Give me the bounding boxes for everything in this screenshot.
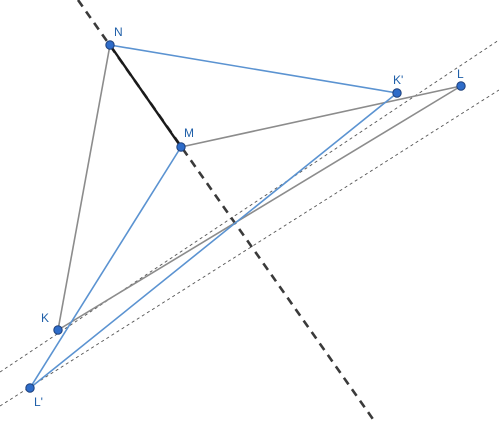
label-m: M: [184, 126, 194, 140]
segment-n-k-prime: [109, 44, 398, 94]
label-n: N: [114, 25, 123, 39]
label-k-prime: K': [393, 73, 403, 87]
label-l-prime: L': [34, 395, 43, 409]
label-k: K: [41, 311, 49, 325]
segment-k-l: [57, 85, 462, 331]
guide-line-through-l-and-l-prime: [0, 89, 499, 407]
segment-l-prime-k-prime: [29, 92, 398, 389]
point-k-prime[interactable]: [392, 88, 402, 98]
point-l-prime[interactable]: [25, 383, 35, 393]
point-l[interactable]: [456, 81, 466, 91]
segment-m-l: [180, 85, 462, 148]
segment-m-l-prime: [29, 146, 182, 389]
segment-n-m: [109, 44, 182, 148]
point-m[interactable]: [176, 142, 186, 152]
segment-n-k: [57, 44, 111, 331]
point-k[interactable]: [53, 325, 63, 335]
point-n[interactable]: [105, 40, 115, 50]
label-l: L: [457, 67, 464, 81]
